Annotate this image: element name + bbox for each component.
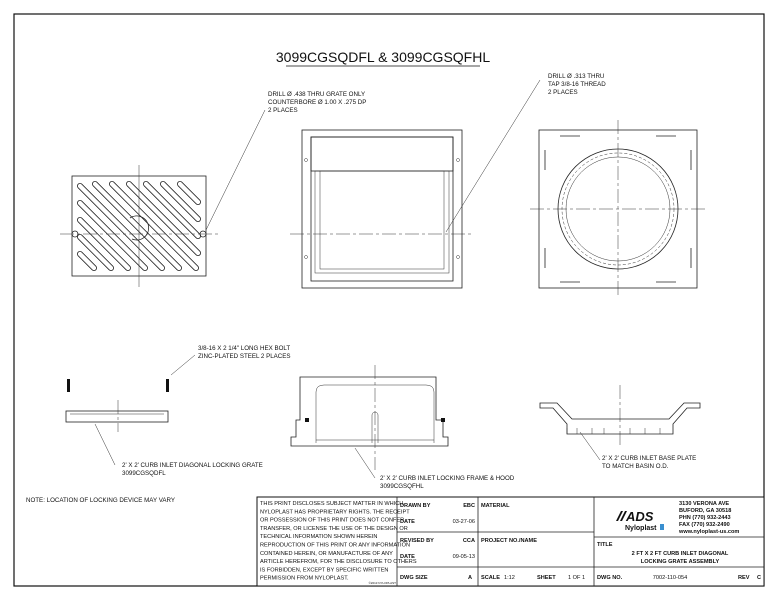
grate-slot <box>77 183 165 271</box>
grate-slot <box>160 181 201 222</box>
svg-text:PHN (770) 932-2443: PHN (770) 932-2443 <box>679 515 731 521</box>
dwg-size: A <box>468 575 472 581</box>
revised-by: CCA <box>463 538 475 544</box>
frame-top-view <box>290 79 541 289</box>
material-label: MATERIAL <box>481 503 510 509</box>
frame-section-view <box>290 365 449 479</box>
svg-text:TAP 3/8-16 THREAD: TAP 3/8-16 THREAD <box>548 81 606 88</box>
svg-text:FAX (770) 932-2490: FAX (770) 932-2490 <box>679 522 730 528</box>
grate-slot <box>143 181 201 239</box>
svg-text:2' X 2' CURB INLET LOCKING FRA: 2' X 2' CURB INLET LOCKING FRAME & HOOD <box>380 475 515 482</box>
grate-slot <box>126 181 201 256</box>
dwg-no-label: DWG NO. <box>597 575 623 581</box>
svg-text:3130 VERONA AVE: 3130 VERONA AVE <box>679 501 729 507</box>
drawing-title-line-2: LOCKING GRATE ASSEMBLY <box>641 559 720 565</box>
revised-date: 09-05-13 <box>453 554 475 560</box>
disclaimer-line: CONTAINED HEREIN, OR MANUFACTURE OF ANY <box>260 551 393 557</box>
copyright: ©2013 NYLOPLAST <box>369 581 397 585</box>
ads-nyloplast-logo: ADS Nyloplast <box>616 509 664 532</box>
disclaimer-line: OR POSSESSION OF THIS PRINT DOES NOT CON… <box>260 518 406 524</box>
svg-text:DRILL Ø .438 THRU GRATE ONLY: DRILL Ø .438 THRU GRATE ONLY <box>268 91 365 98</box>
svg-text:ADS: ADS <box>625 509 654 524</box>
address: 3130 VERONA AVE BUFORD, GA 30518 PHN (77… <box>678 501 739 535</box>
disclaimer-line: ARTICLE HEREFROM, FOR THE DISCLOSURE TO … <box>260 559 417 565</box>
disclaimer-line: THIS PRINT DISCLOSES SUBJECT MATTER IN W… <box>260 501 403 507</box>
grate-slot <box>77 234 114 271</box>
grate-section-view <box>65 354 196 466</box>
locking-note: NOTE: LOCATION OF LOCKING DEVICE MAY VAR… <box>26 497 175 504</box>
svg-text:2' X 2' CURB INLET BASE PLATE: 2' X 2' CURB INLET BASE PLATE <box>602 455 696 462</box>
drawing-title: 3099CGSQDFL & 3099CGSQFHL <box>276 49 490 65</box>
svg-text:Nyloplast: Nyloplast <box>625 525 657 532</box>
revised-date-label: DATE <box>400 554 415 560</box>
base-plate-note: 2' X 2' CURB INLET BASE PLATE TO MATCH B… <box>602 455 696 470</box>
base-plate-section-view <box>539 385 701 461</box>
title-block: THIS PRINT DISCLOSES SUBJECT MATTER IN W… <box>256 496 765 587</box>
svg-text:TO MATCH BASIN O.D.: TO MATCH BASIN O.D. <box>602 463 669 470</box>
base-plate-top-view <box>530 120 706 298</box>
grate-slot <box>77 217 131 271</box>
disclaimer-line: TECHNICAL INFORMATION SHOWN HEREIN <box>260 534 377 540</box>
grate-slot <box>109 181 199 271</box>
grate-note: 2' X 2' CURB INLET DIAGONAL LOCKING GRAT… <box>122 462 263 477</box>
dwg-size-label: DWG SIZE <box>400 575 428 581</box>
disclaimer-text: THIS PRINT DISCLOSES SUBJECT MATTER IN W… <box>260 501 417 582</box>
grate-top-view <box>60 109 266 287</box>
drill-frame-note: DRILL Ø .313 THRU TAP 3/8-16 THREAD 2 PL… <box>548 73 606 96</box>
title-label: TITLE <box>597 542 613 548</box>
frame-note: 2' X 2' CURB INLET LOCKING FRAME & HOOD … <box>380 475 515 490</box>
drawn-by-label: DRAWN BY <box>400 503 431 509</box>
grate-slot <box>92 181 182 271</box>
svg-text:2 PLACES: 2 PLACES <box>268 107 298 114</box>
revised-by-label: REVISED BY <box>400 538 434 544</box>
svg-text:3/8-16 X 2 1/4" LONG HEX BOLT: 3/8-16 X 2 1/4" LONG HEX BOLT <box>198 345 290 352</box>
svg-text:2' X 2' CURB INLET DIAGONAL LO: 2' X 2' CURB INLET DIAGONAL LOCKING GRAT… <box>122 462 263 469</box>
date-label: DATE <box>400 519 415 525</box>
disclaimer-line: TRANSFER, OR LICENSE THE USE OF THE DESI… <box>260 526 408 532</box>
disclaimer-line: IS FORBIDDEN, EXCEPT BY SPECIFIC WRITTEN <box>260 567 388 573</box>
grate-slot <box>77 251 97 271</box>
drill-grate-note: DRILL Ø .438 THRU GRATE ONLY COUNTERBORE… <box>268 91 366 114</box>
dwg-no: 7002-110-054 <box>653 575 687 581</box>
disclaimer-line: PERMISSION FROM NYLOPLAST. <box>260 576 349 582</box>
rev-label: REV <box>738 575 750 581</box>
svg-text:BUFORD, GA 30518: BUFORD, GA 30518 <box>679 508 731 514</box>
date: 03-27-06 <box>453 519 475 525</box>
svg-text:DRILL Ø .313 THRU: DRILL Ø .313 THRU <box>548 73 604 80</box>
disclaimer-line: NYLOPLAST HAS PROPRIETARY RIGHTS. THE RE… <box>260 509 410 515</box>
bolt-note: 3/8-16 X 2 1/4" LONG HEX BOLT ZINC-PLATE… <box>198 345 291 360</box>
svg-text:2 PLACES: 2 PLACES <box>548 89 578 96</box>
drawing-title-line-1: 2 FT X 2 FT CURB INLET DIAGONAL <box>632 551 729 557</box>
grate-slot <box>77 200 148 271</box>
scale-label: SCALE <box>481 575 500 581</box>
grate-slot <box>177 181 201 205</box>
svg-text:www.nyloplast-us.com: www.nyloplast-us.com <box>678 529 739 535</box>
scale: 1:12 <box>504 575 515 581</box>
svg-text:ZINC-PLATED STEEL 2 PLACES: ZINC-PLATED STEEL 2 PLACES <box>198 353 291 360</box>
project-label: PROJECT NO./NAME <box>481 538 537 544</box>
rev: C <box>757 575 761 581</box>
svg-text:3099CGSQDFL: 3099CGSQDFL <box>122 470 166 477</box>
disclaimer-line: REPRODUCTION OF THIS PRINT OR ANY INFORM… <box>260 543 410 549</box>
sheet: 1 OF 1 <box>568 575 585 581</box>
sheet-label: SHEET <box>537 575 556 581</box>
svg-text:COUNTERBORE Ø 1.00 X .275 DP: COUNTERBORE Ø 1.00 X .275 DP <box>268 99 366 106</box>
svg-text:3099CGSQFHL: 3099CGSQFHL <box>380 483 424 490</box>
drawn-by: EBC <box>463 503 475 509</box>
